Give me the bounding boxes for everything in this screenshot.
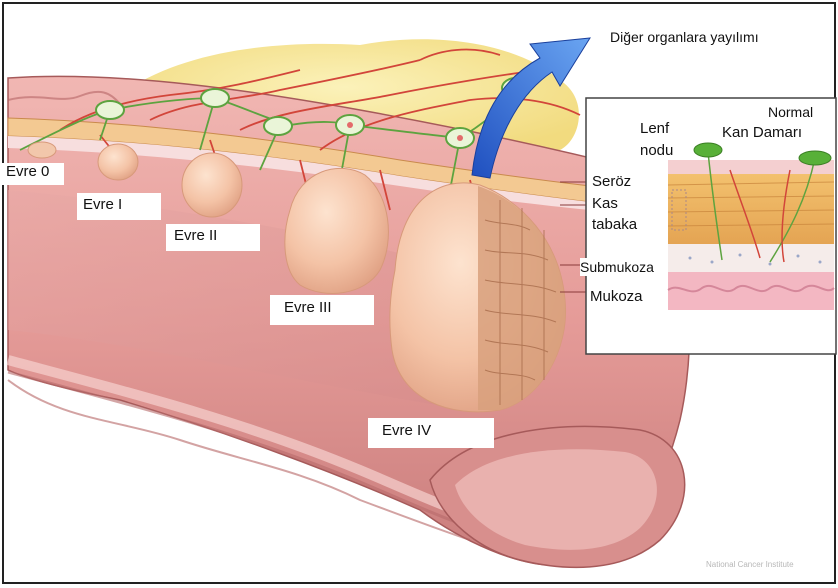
- tumor-stage-0: [28, 142, 56, 158]
- muscle-label-line1: Kas: [592, 195, 618, 213]
- spread-label: Diğer organlara yayılımı: [610, 28, 759, 46]
- tumor-stage-2: [182, 153, 242, 217]
- stage-4-label: Evre IV: [368, 418, 494, 448]
- lymph-node-label-line2: nodu: [640, 142, 673, 160]
- inset-lymph-node: [694, 143, 722, 157]
- stage-1-label: Evre I: [77, 193, 161, 220]
- muscle-label-line2: tabaka: [592, 216, 637, 234]
- cancer-cell-dot: [347, 122, 353, 128]
- blood-vessel-label: Kan Damarı: [722, 124, 802, 142]
- normal-label: Normal: [768, 103, 813, 121]
- stage-3-label: Evre III: [270, 295, 374, 325]
- lymph-node: [96, 101, 124, 119]
- mucosa-label: Mukoza: [590, 288, 643, 306]
- lymph-node-label-line1: Lenf: [640, 120, 669, 138]
- submucosa-label: Submukoza: [580, 258, 654, 276]
- serosa-label: Seröz: [592, 173, 631, 191]
- inset-submucosa-band: [668, 244, 834, 272]
- credit-watermark: National Cancer Institute: [706, 560, 794, 569]
- stage-2-label: Evre II: [166, 224, 260, 251]
- lymph-node: [201, 89, 229, 107]
- tumor-stage-1: [98, 144, 138, 180]
- lymph-node: [264, 117, 292, 135]
- inset-blood-vessel: [799, 151, 831, 165]
- tumor-stage-3: [285, 168, 389, 293]
- cancer-cell-dot: [457, 135, 463, 141]
- stage-0-label: Evre 0: [2, 163, 64, 185]
